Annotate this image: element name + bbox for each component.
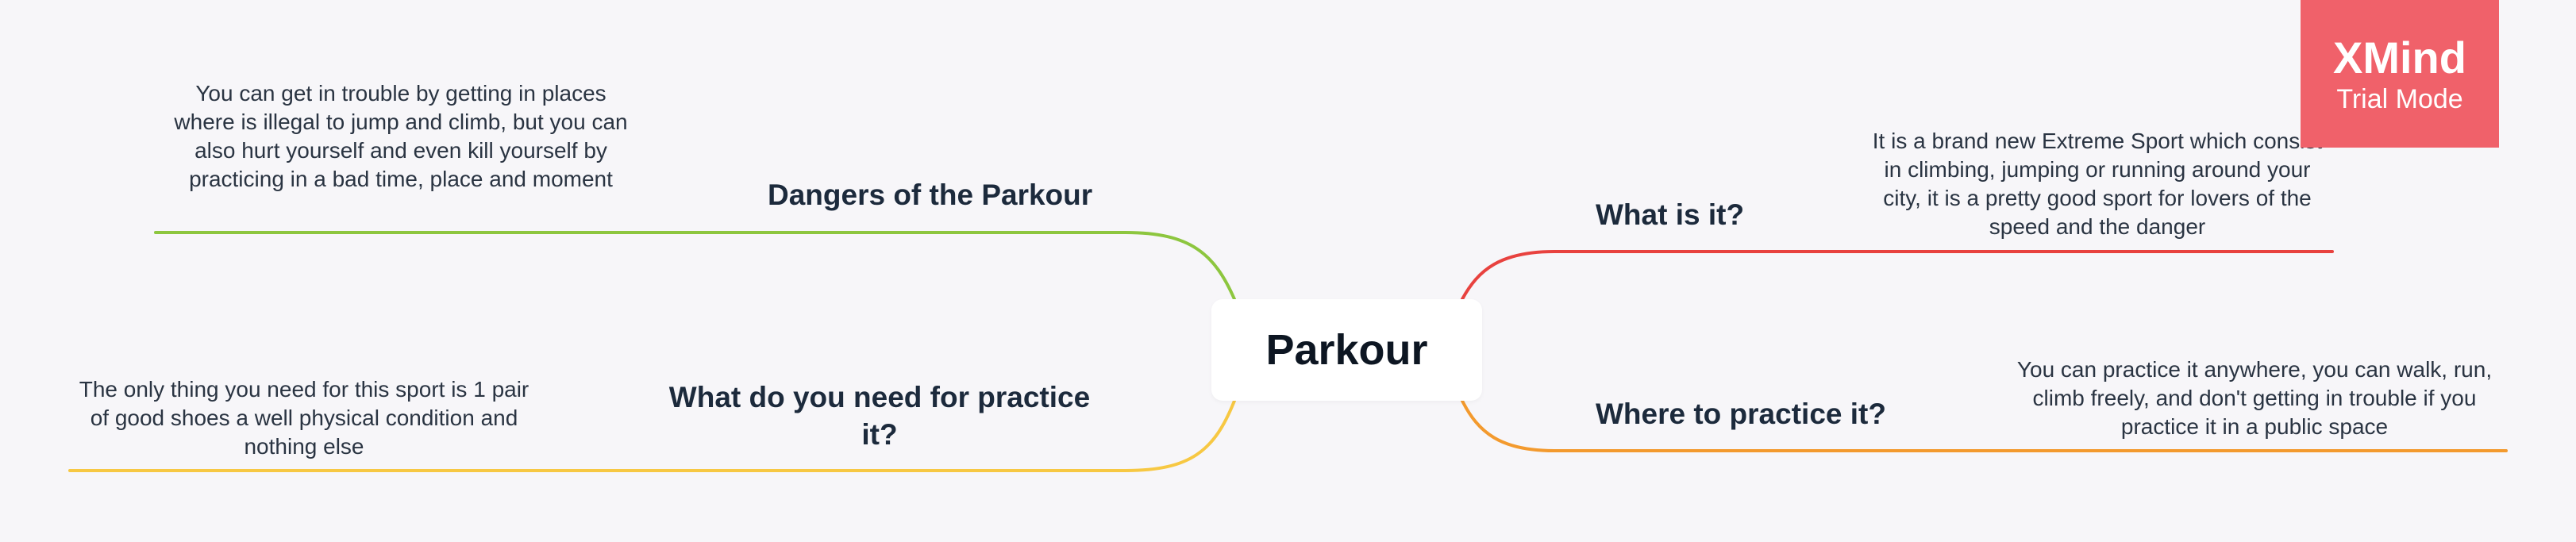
branch-line-where [1461,399,2508,452]
topic-where[interactable]: Where to practice it? [1596,398,1886,430]
branch-line-dangers [154,231,1236,301]
note-need: The only thing you need for this sport i… [79,377,529,459]
topic-need[interactable]: What do you need for practice it? [668,381,1091,451]
topic-what[interactable]: What is it? [1596,198,1745,231]
note-dangers: You can get in trouble by getting in pla… [174,81,628,191]
trial-watermark: XMind Trial Mode [2301,0,2499,148]
branch-line-what [1461,250,2334,301]
branch-line-need [68,399,1236,472]
topic-dangers[interactable]: Dangers of the Parkour [768,179,1093,211]
watermark-title: XMind [2333,33,2466,83]
note-where: You can practice it anywhere, you can wa… [2016,357,2493,439]
watermark-subtitle: Trial Mode [2336,84,2463,114]
central-topic[interactable]: Parkour [1211,299,1482,401]
note-what: It is a brand new Extreme Sport which co… [1872,129,2323,239]
